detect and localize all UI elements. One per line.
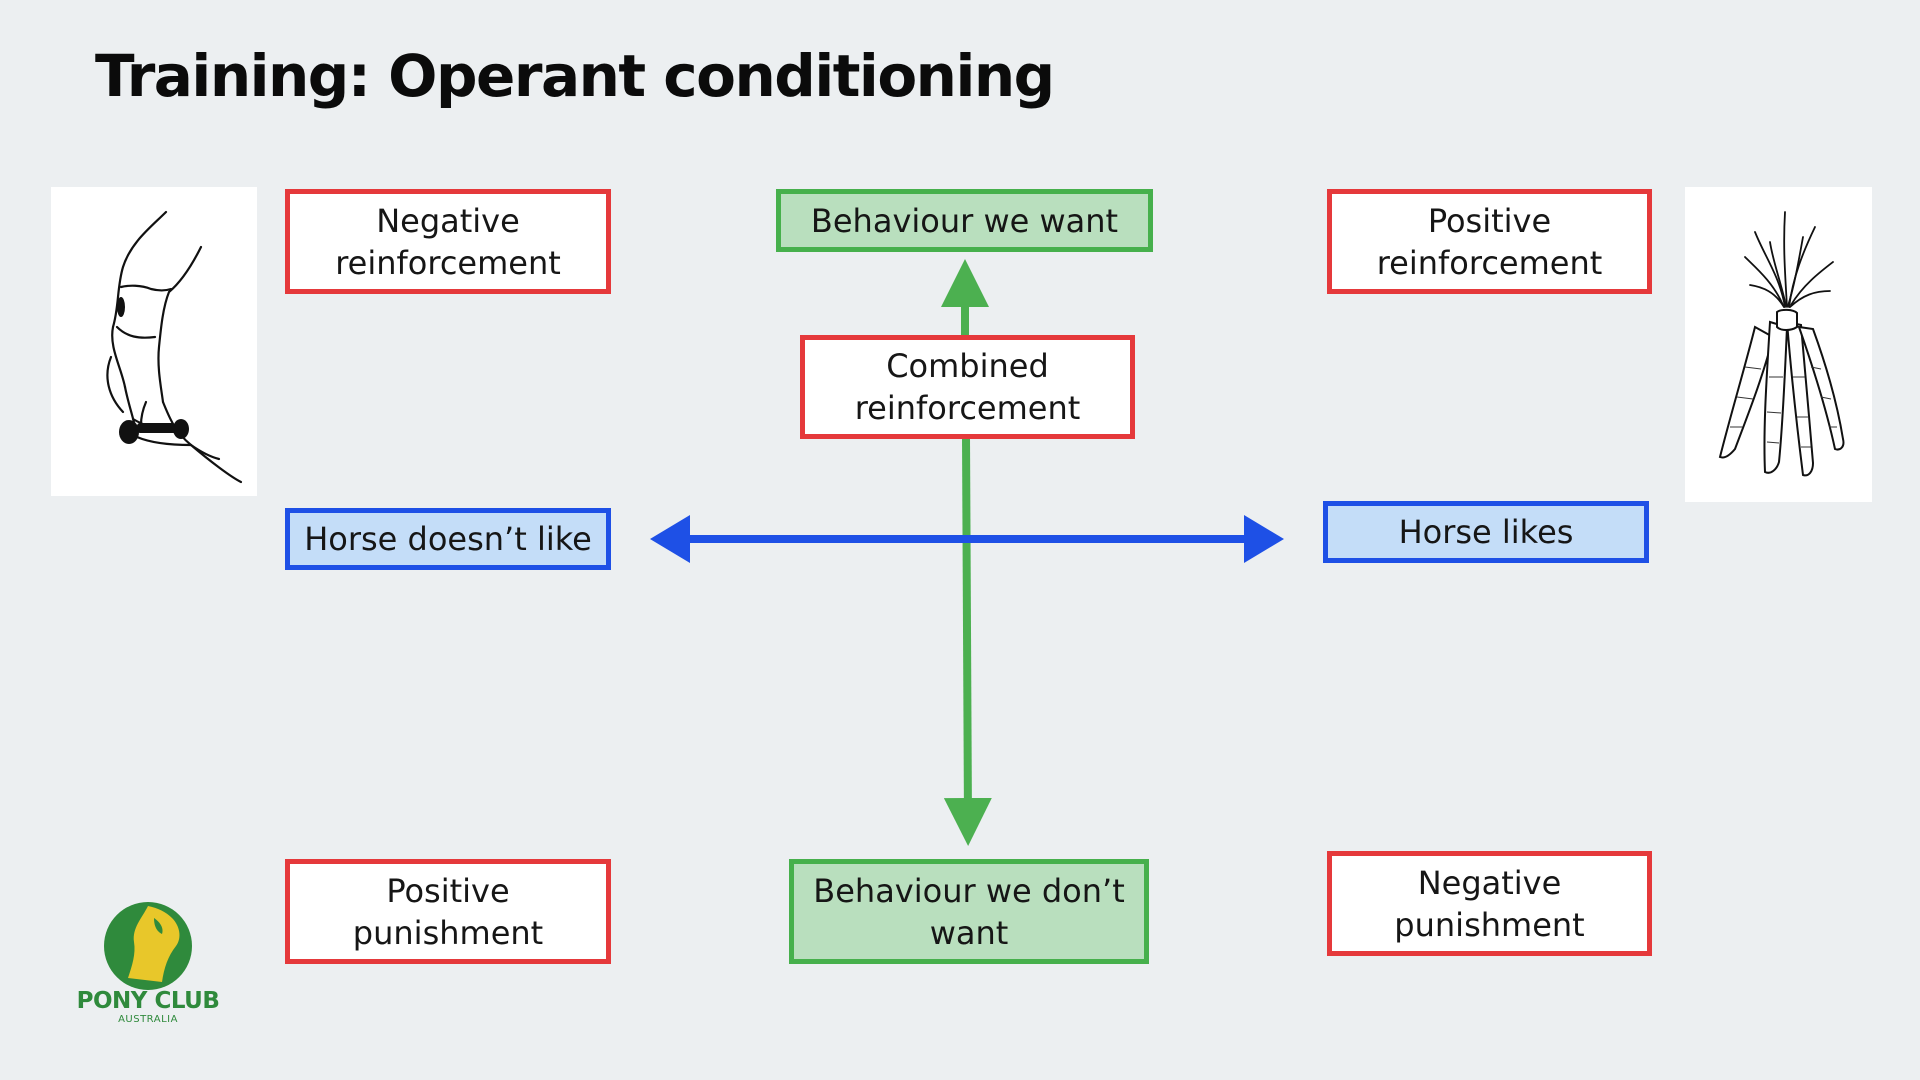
combined-reinforcement-box: Combined reinforcement: [800, 335, 1135, 439]
behaviour-we-want-box: Behaviour we want: [776, 189, 1153, 252]
leg-with-spur-icon: [51, 187, 257, 496]
negative-reinforcement-box: Negative reinforcement: [285, 189, 611, 294]
horse-head-logo-icon: [104, 902, 192, 990]
logo-subtitle: AUSTRALIA: [118, 1014, 178, 1025]
slide-title: Training: Operant conditioning: [95, 42, 1055, 110]
positive-punishment-box: Positive punishment: [285, 859, 611, 964]
horse-likes-box: Horse likes: [1323, 501, 1649, 563]
horse-doesnt-like-box: Horse doesn’t like: [285, 508, 611, 570]
negative-punishment-box: Negative punishment: [1327, 851, 1652, 956]
green-arrow-down: [943, 436, 992, 846]
pony-club-logo: PONY CLUB AUSTRALIA: [72, 898, 224, 1030]
behaviour-we-dont-want-box: Behaviour we don’t want: [789, 859, 1149, 964]
carrots-icon: [1685, 187, 1872, 502]
positive-reinforcement-box: Positive reinforcement: [1327, 189, 1652, 294]
logo-name: PONY CLUB: [76, 988, 220, 1014]
